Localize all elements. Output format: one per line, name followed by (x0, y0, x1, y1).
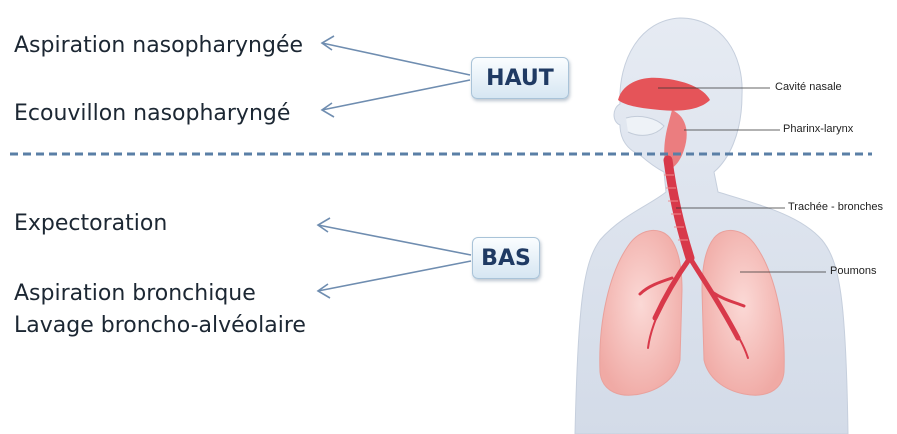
arrows-bas (318, 218, 471, 298)
label-pharinx-larynx: Pharinx-larynx (783, 123, 853, 135)
label-poumons: Poumons (830, 265, 876, 277)
arrows-haut (322, 36, 470, 117)
label-cavite-nasale: Cavité nasale (775, 81, 842, 93)
label-trachee-bronches: Trachée - bronches (788, 201, 883, 213)
